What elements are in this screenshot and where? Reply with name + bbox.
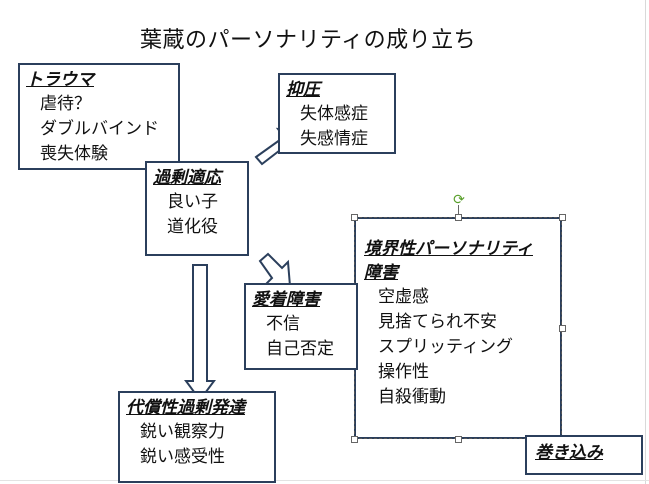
resize-handle-bottom-left[interactable]: [351, 436, 358, 443]
trauma-box[interactable]: トラウマ 虐待？ ダブルバインド 喪失体験: [18, 63, 180, 170]
resize-handle-middle-right[interactable]: [559, 325, 566, 332]
attachment-disorder-heading: 愛着障害: [252, 290, 320, 310]
slide-edge-right: [645, 0, 646, 484]
trauma-heading: トラウマ: [26, 70, 94, 90]
bpd-heading-line1: 境界性パーソナリティ: [364, 239, 533, 259]
entanglement-box[interactable]: 巻き込み: [525, 435, 643, 475]
trauma-item-double-bind: ダブルバインド: [40, 119, 159, 139]
arrow-to-aichaku[interactable]: [258, 252, 292, 288]
compensatory-development-heading: 代償性過剰発達: [126, 398, 245, 418]
bpd-box[interactable]: 境界性パーソナリティ 障害 空虚感 見捨てられ不安 スプリッティング 操作性 自…: [354, 217, 562, 439]
compensatory-development-box[interactable]: 代償性過剰発達 鋭い観察力 鋭い感受性: [118, 391, 276, 483]
trauma-item-loss: 喪失体験: [40, 144, 108, 164]
repression-heading: 抑圧: [286, 80, 320, 100]
repression-item-alexisomia: 失体感症: [300, 104, 368, 124]
repression-box[interactable]: 抑圧 失体感症 失感情症: [278, 73, 396, 154]
repression-item-alexithymia: 失感情症: [300, 129, 368, 149]
over-adaptation-item-good-child: 良い子: [167, 192, 218, 212]
rotation-handle-stem: [458, 205, 459, 217]
entanglement-heading: 巻き込み: [535, 443, 603, 463]
slide-title[interactable]: 葉蔵のパーソナリティの成り立ち: [140, 28, 477, 53]
attachment-disorder-item-distrust: 不信: [266, 314, 300, 334]
over-adaptation-item-clown: 道化役: [167, 217, 218, 237]
bpd-item-abandonment-fear: 見捨てられ不安: [378, 312, 497, 332]
resize-handle-top-left[interactable]: [351, 214, 358, 221]
bpd-item-suicidal-urge: 自殺衝動: [378, 387, 446, 407]
resize-handle-top-center[interactable]: [455, 214, 462, 221]
bpd-item-emptiness: 空虚感: [378, 287, 429, 307]
bpd-heading-line2: 障害: [364, 263, 398, 283]
attachment-disorder-box[interactable]: 愛着障害 不信 自己否定: [244, 283, 358, 370]
compensatory-item-sensitivity: 鋭い感受性: [140, 447, 225, 467]
bpd-item-manipulation: 操作性: [378, 362, 429, 382]
over-adaptation-box[interactable]: 過剰適応 良い子 道化役: [145, 161, 249, 256]
compensatory-item-observation: 鋭い観察力: [140, 422, 225, 442]
slide-edge-bottom: [0, 480, 649, 481]
bpd-item-splitting: スプリッティング: [378, 337, 513, 357]
trauma-item-abuse: 虐待？: [40, 94, 91, 114]
resize-handle-bottom-center[interactable]: [455, 436, 462, 443]
over-adaptation-heading: 過剰適応: [153, 168, 221, 188]
resize-handle-top-right[interactable]: [559, 214, 566, 221]
rotate-icon[interactable]: ⟳: [453, 192, 465, 208]
arrow-to-daishou[interactable]: [184, 264, 216, 402]
attachment-disorder-item-self-denial: 自己否定: [266, 339, 334, 359]
